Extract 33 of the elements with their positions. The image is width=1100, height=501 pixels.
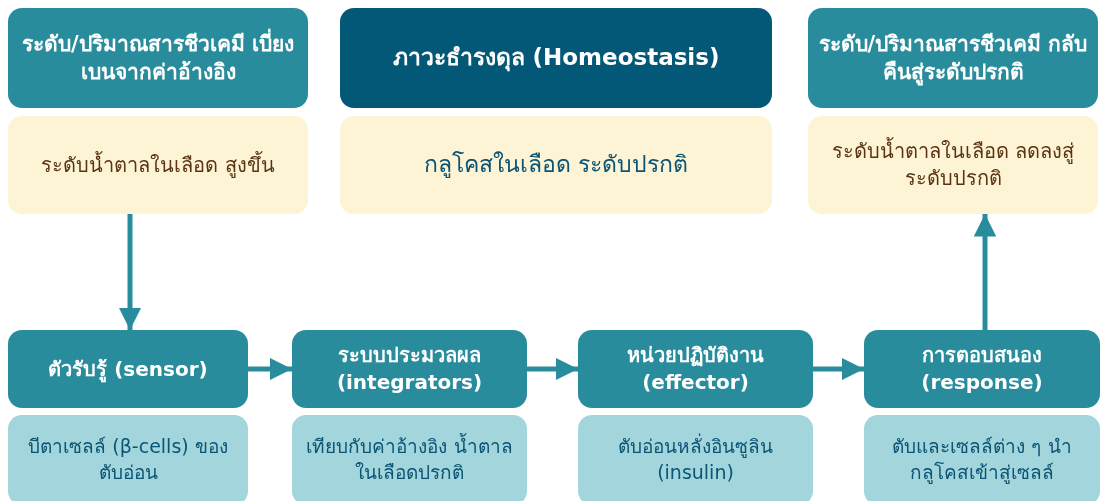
info-text: ระดับน้ำตาลในเลือด ลดลงสู่ระดับปรกติ xyxy=(830,138,1076,192)
description-box xyxy=(8,415,248,501)
description-text: บีตาเซลล์ (β-cells) ของตับอ่อน xyxy=(27,434,229,485)
step-text: ตัวรับรู้ (sensor) xyxy=(48,355,208,383)
step-box xyxy=(864,330,1100,408)
header-box xyxy=(8,8,308,108)
description-text: เทียบกับค่าอ้างอิง น้ำตาลในเลือดปรกติ xyxy=(305,434,514,485)
info-box xyxy=(808,116,1098,214)
header-text: ระดับ/ปริมาณสารชีวเคมี เบี่ยงเบนจากค่าอ้างอิง xyxy=(18,29,298,87)
step-box xyxy=(8,330,248,408)
info-text: กลูโคสในเลือด ระดับปรกติ xyxy=(423,150,689,180)
arrow xyxy=(973,214,997,330)
step-box xyxy=(578,330,813,408)
description-box xyxy=(864,415,1100,501)
info-box xyxy=(340,116,772,214)
description-text: ตับและเซลล์ต่าง ๆ นำกลูโคสเข้าสู่เซลล์ xyxy=(891,434,1073,486)
header-box xyxy=(808,8,1098,108)
step-text: หน่วยปฏิบัติงาน (effector) xyxy=(626,342,765,396)
arrow xyxy=(813,357,864,381)
step-box xyxy=(292,330,527,408)
description-box xyxy=(292,415,527,501)
title-text: ภาวะธำรงดุล (Homeostasis) xyxy=(392,43,720,74)
step-text: ระบบประมวลผล (integrators) xyxy=(335,342,484,396)
arrow xyxy=(118,214,142,330)
info-box xyxy=(8,116,308,214)
info-text: ระดับน้ำตาลในเลือด สูงขึ้น xyxy=(41,151,275,179)
title-box xyxy=(340,8,772,108)
arrow xyxy=(527,357,578,381)
header-text: ระดับ/ปริมาณสารชีวเคมี กลับคืนสู่ระดับปรกติ xyxy=(818,30,1088,87)
arrow xyxy=(248,357,292,381)
description-box xyxy=(578,415,813,501)
step-text: การตอบสนอง (response) xyxy=(920,342,1044,396)
description-text: ตับอ่อนหลั่งอินซูลิน (insulin) xyxy=(617,434,774,485)
